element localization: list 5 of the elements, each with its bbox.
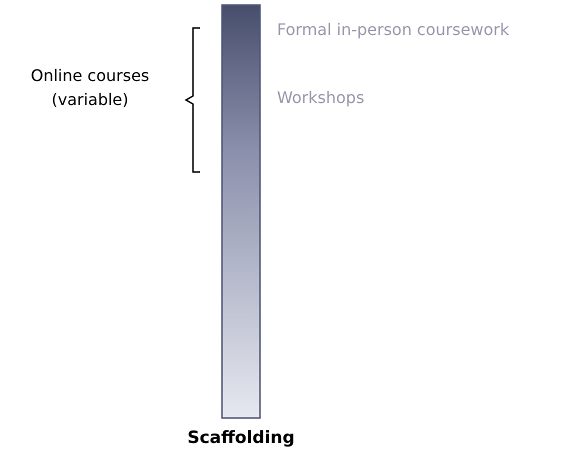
bar-title: Scaffolding xyxy=(187,428,295,448)
gradient-bar xyxy=(221,4,261,419)
bracket-label: Online courses (variable) xyxy=(30,65,150,111)
level-label: Formal in-person coursework xyxy=(277,20,510,39)
level-label: Workshops xyxy=(277,88,364,107)
